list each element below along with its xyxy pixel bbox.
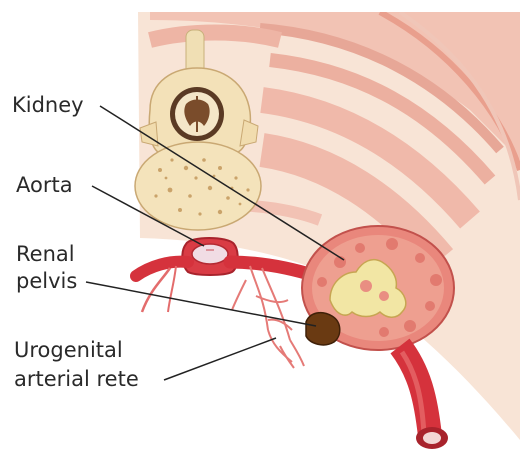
renal-pelvis-label-line1: Renal — [16, 241, 75, 268]
renal-pelvis-label-line2: pelvis — [16, 268, 77, 295]
aorta-label: Aorta — [16, 172, 73, 199]
ureter-opening — [306, 313, 340, 345]
kidney-label: Kidney — [12, 92, 84, 119]
vertebral-body — [135, 142, 261, 230]
renal-pelvis-leader-line — [86, 282, 316, 326]
renal-artery-left — [136, 262, 188, 276]
urogenital-rete-label-line2: arterial rete — [14, 366, 139, 393]
urogenital-rete-leader-line — [164, 338, 276, 380]
urogenital-rete-label-line1: Urogenital — [14, 337, 123, 364]
